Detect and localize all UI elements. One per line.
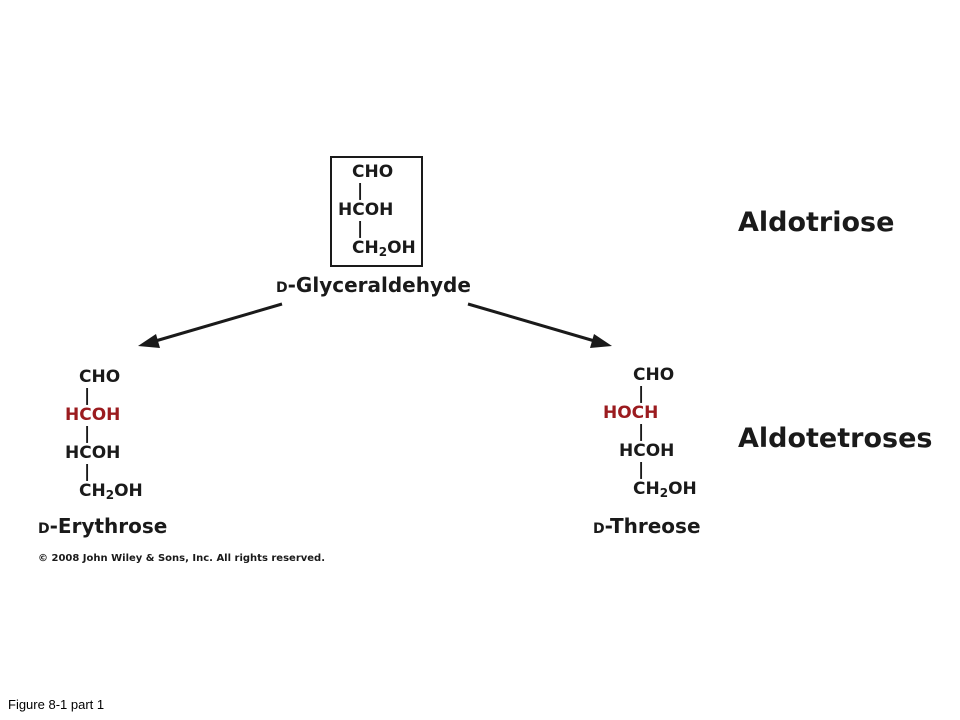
- glyceraldehyde-bond-2: |: [357, 219, 364, 239]
- glyceraldehyde-line-3-tail: OH: [387, 238, 416, 258]
- glyceraldehyde-line-1: CHO: [352, 162, 394, 182]
- erythrose-line-4-tail: OH: [114, 481, 143, 501]
- threose-name: -Threose: [604, 514, 701, 538]
- erythrose-line-1: CHO: [79, 367, 121, 387]
- threose-line-1: CHO: [633, 365, 675, 385]
- glyceraldehyde-label: D-Glyceraldehyde: [276, 273, 471, 297]
- glyceraldehyde-bond-1: |: [357, 181, 364, 201]
- erythrose-bond-1: |: [84, 386, 91, 406]
- erythrose-label: D-Erythrose: [38, 514, 167, 538]
- threose-line-3: HCOH: [619, 441, 675, 461]
- glyceraldehyde-line-3-sub: 2: [378, 245, 388, 259]
- figure-caption: Figure 8-1 part 1: [8, 697, 105, 712]
- threose-d-prefix: D: [593, 521, 605, 537]
- glyceraldehyde-line-3: CH2OH: [338, 238, 416, 259]
- erythrose-bond-3: |: [84, 462, 91, 482]
- threose-bond-1: |: [638, 384, 645, 404]
- threose-label: D-Threose: [593, 514, 701, 538]
- erythrose-name: -Erythrose: [49, 514, 168, 538]
- erythrose-structure: CHO | HCOH | HCOH | CH2OH: [65, 367, 143, 502]
- threose-bond-2: |: [638, 422, 645, 442]
- arrow-right-head: [590, 334, 612, 348]
- glyceraldehyde-line-2: HCOH: [338, 200, 394, 220]
- glyceraldehyde-structure: CHO | HCOH | CH2OH: [338, 162, 416, 259]
- glyceraldehyde-box: [330, 156, 423, 267]
- erythrose-line-4: CH2OH: [65, 481, 143, 502]
- glyceraldehyde-d-prefix: D: [276, 280, 288, 296]
- threose-line-4-main: CH: [633, 479, 660, 499]
- threose-line-2: HOCH: [603, 403, 659, 423]
- copyright-notice: © 2008 John Wiley & Sons, Inc. All right…: [38, 553, 326, 564]
- erythrose-bond-2: |: [84, 424, 91, 444]
- threose-structure: CHO | HOCH | HCOH | CH2OH: [603, 365, 697, 500]
- glyceraldehyde-name: -Glyceraldehyde: [287, 273, 471, 297]
- threose-line-4: CH2OH: [603, 479, 697, 500]
- threose-line-4-sub: 2: [659, 486, 669, 500]
- erythrose-line-4-main: CH: [79, 481, 106, 501]
- threose-line-4-tail: OH: [668, 479, 697, 499]
- erythrose-line-4-sub: 2: [105, 488, 115, 502]
- glyceraldehyde-line-3-main: CH: [352, 238, 379, 258]
- category-aldotetroses: Aldotetroses: [738, 423, 933, 454]
- erythrose-d-prefix: D: [38, 521, 50, 537]
- arrow-left-head: [138, 334, 160, 348]
- arrow-left-line: [151, 302, 283, 344]
- erythrose-line-2: HCOH: [65, 405, 121, 425]
- category-aldotriose: Aldotriose: [738, 207, 895, 238]
- threose-bond-3: |: [638, 460, 645, 480]
- arrow-right-line: [467, 302, 599, 344]
- erythrose-line-3: HCOH: [65, 443, 121, 463]
